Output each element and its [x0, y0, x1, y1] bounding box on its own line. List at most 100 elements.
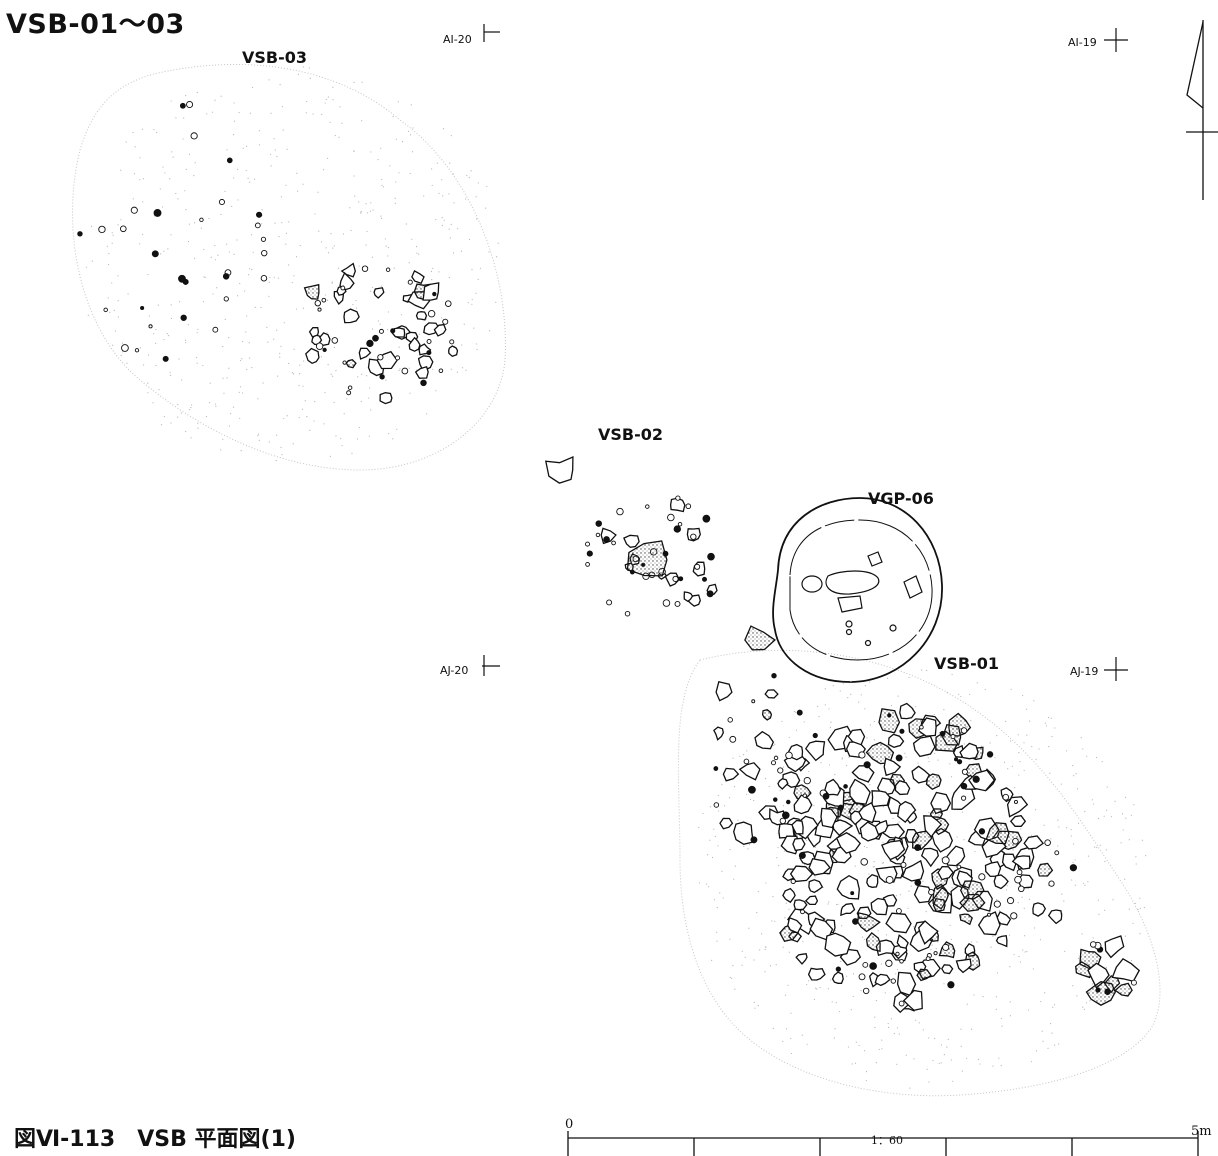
scatter-speck — [366, 212, 368, 214]
scatter-speck — [355, 299, 357, 302]
scatter-speck — [233, 253, 235, 255]
small-stone-ring — [606, 599, 613, 606]
scatter-speck — [170, 317, 173, 320]
scatter-speck — [973, 994, 975, 996]
scatter-speck — [714, 835, 716, 838]
scatter-speck — [777, 865, 780, 867]
small-stone-ring — [895, 908, 902, 914]
scatter-speck — [147, 273, 149, 276]
scatter-speck — [250, 234, 252, 236]
scatter-speck — [865, 1070, 868, 1073]
small-stone-ring — [347, 385, 353, 390]
small-stone-dot — [182, 278, 189, 285]
small-stone-dot — [750, 836, 758, 844]
scatter-speck — [268, 441, 270, 443]
small-stone-ring — [134, 348, 140, 353]
scatter-speck — [958, 693, 960, 695]
scatter-speck — [753, 959, 755, 961]
scatter-speck — [850, 1009, 852, 1011]
scatter-speck — [411, 238, 413, 240]
scatter-speck — [928, 811, 930, 814]
scatter-speck — [371, 256, 374, 258]
scatter-speck — [880, 963, 883, 965]
small-stone-dot — [678, 576, 684, 582]
scatter-speck — [405, 223, 408, 225]
small-stone-dot — [947, 981, 955, 989]
scatter-speck — [995, 996, 997, 998]
scatter-speck — [456, 371, 459, 373]
scatter-speck — [248, 342, 250, 344]
scatter-speck — [854, 1062, 857, 1064]
scatter-speck — [824, 688, 826, 690]
scatter-speck — [274, 222, 276, 224]
small-stone-ring — [941, 856, 950, 865]
scatter-speck — [820, 762, 822, 764]
scatter-speck — [723, 805, 726, 807]
scatter-speck — [860, 990, 862, 992]
scatter-speck — [412, 127, 414, 129]
stone — [1023, 835, 1045, 850]
scatter-speck — [898, 1033, 900, 1035]
scatter-speck — [224, 190, 226, 192]
scatter-speck — [1071, 879, 1073, 881]
scatter-speck — [1124, 935, 1127, 937]
scatter-speck — [1047, 717, 1050, 719]
scatter-speck — [147, 392, 149, 394]
scatter-speck — [1097, 899, 1100, 901]
small-stone-ring — [770, 760, 777, 766]
scatter-speck — [232, 133, 235, 136]
scatter-speck — [291, 372, 293, 374]
scatter-speck — [1072, 843, 1075, 845]
scatter-speck — [308, 67, 310, 69]
scatter-speck — [332, 86, 334, 88]
scatter-speck — [996, 734, 998, 737]
scatter-speck — [801, 1034, 803, 1036]
small-stone-dot — [179, 102, 186, 109]
small-stone-ring — [1012, 837, 1019, 845]
scatter-speck — [806, 1043, 808, 1045]
scatter-speck — [171, 151, 173, 153]
scatter-speck — [1091, 983, 1093, 985]
scatter-speck — [851, 1063, 853, 1065]
scatter-speck — [245, 331, 247, 333]
small-stone-ring — [925, 956, 931, 962]
small-stone-ring — [261, 249, 268, 257]
scatter-speck — [963, 743, 965, 745]
stone — [831, 971, 844, 984]
stone — [744, 625, 776, 651]
small-stone-dot — [673, 525, 681, 533]
stone — [993, 874, 1009, 890]
scatter-speck — [1085, 1002, 1088, 1004]
stone — [857, 912, 881, 933]
scatter-speck — [411, 151, 414, 153]
scatter-speck — [268, 281, 270, 283]
scatter-speck — [333, 401, 335, 404]
small-stone-ring — [860, 858, 868, 866]
scatter-speck — [835, 1002, 837, 1004]
scatter-speck — [484, 207, 487, 209]
stone — [937, 865, 954, 881]
scatter-speck — [1053, 1004, 1056, 1006]
small-stone-ring — [1089, 941, 1097, 948]
scatter-speck — [415, 246, 418, 248]
scatter-speck — [396, 428, 398, 431]
scatter-speck — [317, 191, 319, 193]
scatter-speck — [1017, 902, 1019, 904]
scatter-speck — [398, 369, 400, 372]
scatter-speck — [387, 433, 390, 435]
scatter-speck — [196, 332, 198, 334]
small-stone-ring — [899, 959, 904, 964]
stone — [1011, 855, 1031, 870]
scatter-speck — [202, 364, 204, 367]
scatter-speck — [461, 344, 463, 346]
scatter-speck — [475, 218, 478, 220]
scatter-speck — [488, 251, 490, 253]
scatter-speck — [460, 250, 463, 252]
scatter-speck — [878, 1048, 880, 1051]
stone — [669, 497, 686, 513]
scatter-speck — [1028, 898, 1031, 900]
scatter-speck — [249, 181, 251, 183]
scatter-speck — [368, 387, 371, 389]
scatter-speck — [926, 1068, 928, 1070]
scatter-speck — [834, 774, 836, 776]
